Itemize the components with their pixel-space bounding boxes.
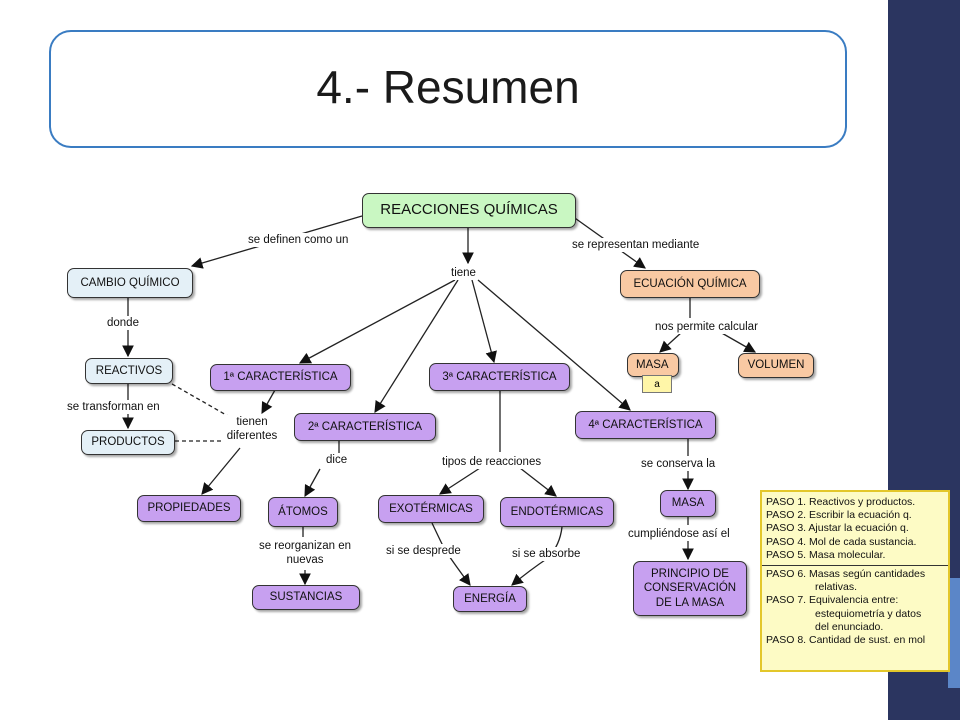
link-tipos-de-reacciones: tipos de reacciones	[442, 455, 542, 470]
link-si-se-absorbe: si se absorbe	[512, 547, 581, 562]
link-se-conserva: se conserva la	[641, 457, 716, 472]
title-box: 4.- Resumen	[49, 30, 847, 148]
node-atomos: ÁTOMOS	[268, 497, 338, 527]
link-se-reorganizan: se reorganizan en nuevas	[256, 539, 354, 568]
paso-7-cont-2: del enunciado.	[815, 620, 884, 633]
link-se-definen: se definen como un	[248, 233, 349, 248]
paso-4: PASO 4. Mol de cada sustancia.	[766, 535, 917, 548]
node-endotermicas: ENDOTÉRMICAS	[500, 497, 614, 527]
paso-6-cont: relativas.	[815, 581, 858, 594]
paso-2: PASO 2. Escribir la ecuación q.	[766, 509, 912, 522]
pasos-divider	[762, 565, 948, 567]
paso-6: PASO 6. Masas según cantidades	[766, 568, 926, 581]
paso-1: PASO 1. Reactivos y productos.	[766, 496, 916, 508]
link-nos-permite: nos permite calcular	[655, 320, 758, 335]
paso-8: PASO 8. Cantidad de sust. en mol	[766, 634, 926, 647]
document-icon: a	[642, 375, 672, 393]
link-si-se-desprende: si se desprede	[386, 544, 461, 559]
node-exotermicas: EXOTÉRMICAS	[378, 495, 484, 523]
paso-7: PASO 7. Equivalencia entre:	[766, 594, 899, 607]
node-reactivos: REACTIVOS	[85, 358, 173, 384]
paso-3: PASO 3. Ajustar la ecuación q.	[766, 522, 909, 535]
node-masa-calculo: MASA	[627, 353, 679, 377]
node-productos: PRODUCTOS	[81, 430, 175, 455]
node-caracteristica-2: 2ª CARACTERÍSTICA	[294, 413, 436, 441]
node-ecuacion-quimica: ECUACIÓN QUÍMICA	[620, 270, 760, 298]
node-caracteristica-3: 3ª CARACTERÍSTICA	[429, 363, 570, 391]
node-caracteristica-4: 4ª CARACTERÍSTICA	[575, 411, 716, 439]
link-donde: donde	[107, 316, 139, 331]
node-reacciones-quimicas: REACCIONES QUÍMICAS	[362, 193, 576, 228]
paso-5: PASO 5. Masa molecular.	[766, 548, 886, 561]
link-tienen-diferentes: tienen diferentes	[222, 415, 282, 444]
node-propiedades: PROPIEDADES	[137, 495, 241, 522]
node-principio-conservacion: PRINCIPIO DE CONSERVACIÓN DE LA MASA	[633, 561, 747, 616]
page-title: 4.- Resumen	[316, 61, 580, 113]
node-volumen: VOLUMEN	[738, 353, 814, 378]
node-caracteristica-1: 1ª CARACTERÍSTICA	[210, 364, 351, 391]
side-accent	[948, 578, 960, 688]
paso-7-cont-1: estequiometría y datos	[815, 607, 922, 620]
pasos-box: PASO 1. Reactivos y productos. PASO 2. E…	[760, 490, 950, 672]
node-energia: ENERGÍA	[453, 586, 527, 612]
link-se-representan: se representan mediante	[572, 238, 700, 253]
node-cambio-quimico: CAMBIO QUÍMICO	[67, 268, 193, 298]
node-sustancias: SUSTANCIAS	[252, 585, 360, 610]
link-tiene: tiene	[451, 266, 476, 281]
link-se-transforman: se transforman en	[67, 400, 160, 415]
node-masa-conservada: MASA	[660, 490, 716, 517]
link-dice: dice	[326, 453, 348, 468]
link-cumpliendose: cumpliéndose así el	[628, 527, 730, 542]
